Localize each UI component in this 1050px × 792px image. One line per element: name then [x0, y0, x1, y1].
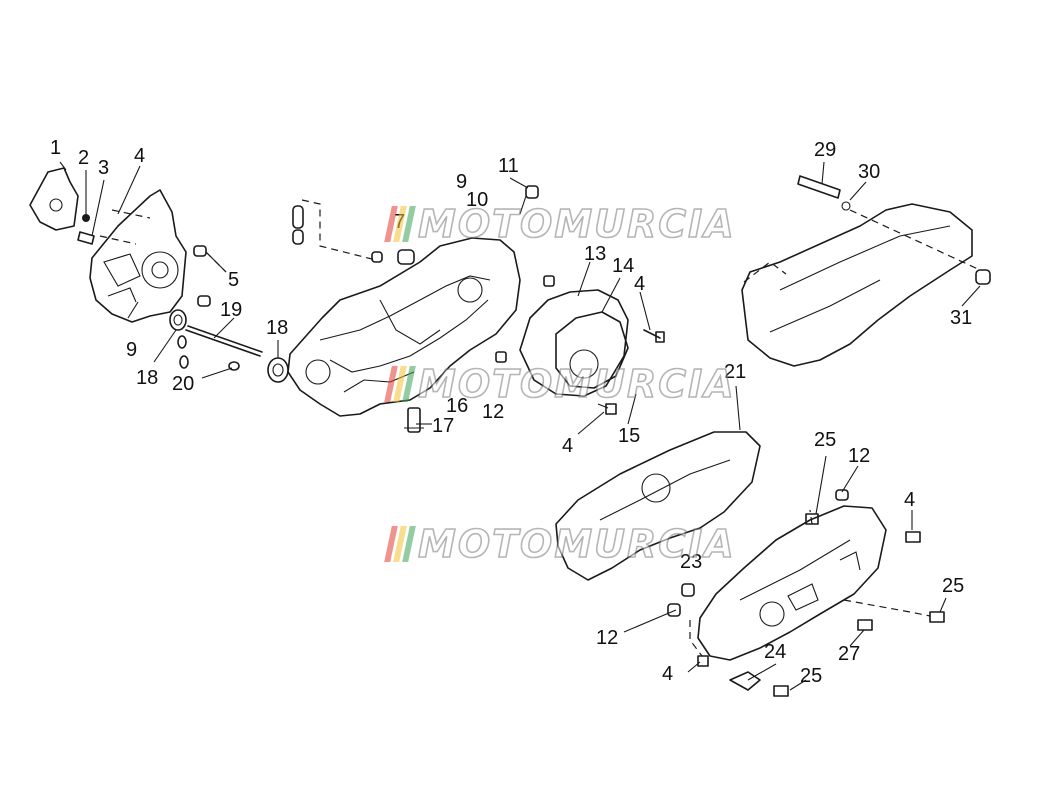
- callout-4: 4: [134, 145, 146, 167]
- callout-19: 19: [220, 299, 243, 321]
- part-clutch-cover: [697, 505, 887, 661]
- callout-16: 16: [446, 395, 469, 417]
- callout-20: 20: [172, 373, 195, 395]
- callout-29: 29: [814, 139, 837, 161]
- callout-10: 10: [466, 189, 489, 211]
- callout-18-b: 18: [266, 317, 289, 339]
- part-crankcase: [287, 237, 521, 417]
- part-bolt-29: [797, 175, 841, 199]
- callout-4-b: 4: [634, 273, 646, 295]
- part-gasket-21: [555, 431, 761, 581]
- part-screw: [82, 214, 90, 222]
- callout-9-b: 9: [456, 171, 468, 193]
- callout-4-d: 4: [904, 489, 916, 511]
- callout-17: 17: [432, 415, 455, 437]
- callout-25-b: 25: [800, 665, 823, 687]
- callout-31: 31: [950, 307, 973, 329]
- callout-24: 24: [764, 641, 787, 663]
- watermark-text: MOTOMURCIA: [417, 201, 736, 247]
- callout-18: 18: [136, 367, 159, 389]
- callout-5: 5: [228, 269, 240, 291]
- callout-1: 1: [50, 137, 62, 159]
- callout-12: 12: [482, 401, 505, 423]
- watermark-text: MOTOMURCIA: [417, 521, 736, 567]
- part-gasket-plate: [29, 167, 79, 231]
- part-seal: [169, 309, 187, 331]
- callout-14: 14: [612, 255, 635, 277]
- watermark-stripes-icon: [384, 366, 416, 402]
- part-cap-24: [729, 671, 761, 691]
- callout-30: 30: [858, 161, 881, 183]
- part-shaft: [185, 325, 263, 357]
- callout-12-b: 12: [848, 445, 871, 467]
- watermark-logo: MOTOMURCIA: [384, 361, 736, 407]
- part-plug-31: [975, 269, 991, 285]
- callout-15: 15: [618, 425, 641, 447]
- watermark-stripes-icon: [384, 526, 416, 562]
- callout-21: 21: [724, 361, 747, 383]
- callout-13: 13: [584, 243, 607, 265]
- callout-2: 2: [78, 147, 90, 169]
- watermark-logo: MOTOMURCIA: [384, 201, 736, 247]
- callout-25: 25: [814, 429, 837, 451]
- part-seal-crank: [267, 357, 289, 383]
- part-gasket-13: [519, 289, 629, 397]
- part-clip: [77, 231, 95, 245]
- watermark-text: MOTOMURCIA: [417, 361, 736, 407]
- callout-4-e: 4: [662, 663, 674, 685]
- callout-25-c: 25: [942, 575, 965, 597]
- callout-3: 3: [98, 157, 110, 179]
- callout-9: 9: [126, 339, 138, 361]
- callout-4-c: 4: [562, 435, 574, 457]
- callout-27: 27: [838, 643, 861, 665]
- part-pump-housing: [89, 189, 187, 323]
- callout-23: 23: [680, 551, 703, 573]
- part-transmission-housing: [741, 203, 973, 367]
- callout-11: 11: [498, 155, 519, 177]
- part-cover-14: [555, 311, 629, 389]
- callout-12-c: 12: [596, 627, 619, 649]
- watermark-logo: MOTOMURCIA: [384, 521, 736, 567]
- watermark-stripes-icon: [384, 206, 416, 242]
